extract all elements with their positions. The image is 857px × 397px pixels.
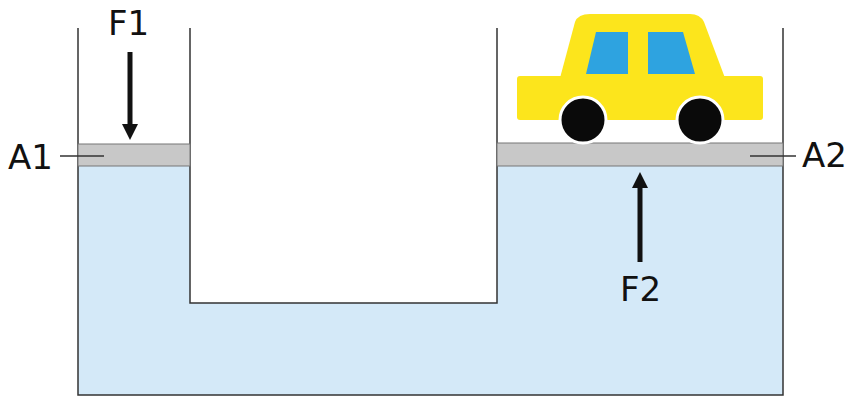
force-arrow — [128, 52, 133, 132]
leader-line — [60, 155, 104, 157]
fluid — [78, 166, 783, 395]
label: A2 — [802, 138, 847, 172]
leader-line — [750, 155, 796, 157]
force-arrow — [638, 180, 643, 262]
container-wall — [190, 28, 497, 303]
large-piston — [497, 143, 783, 166]
label: A1 — [8, 140, 53, 174]
container-wall — [78, 28, 783, 395]
label: F1 — [108, 6, 149, 40]
label: F2 — [620, 272, 661, 306]
car — [517, 14, 763, 143]
small-piston — [78, 144, 190, 166]
